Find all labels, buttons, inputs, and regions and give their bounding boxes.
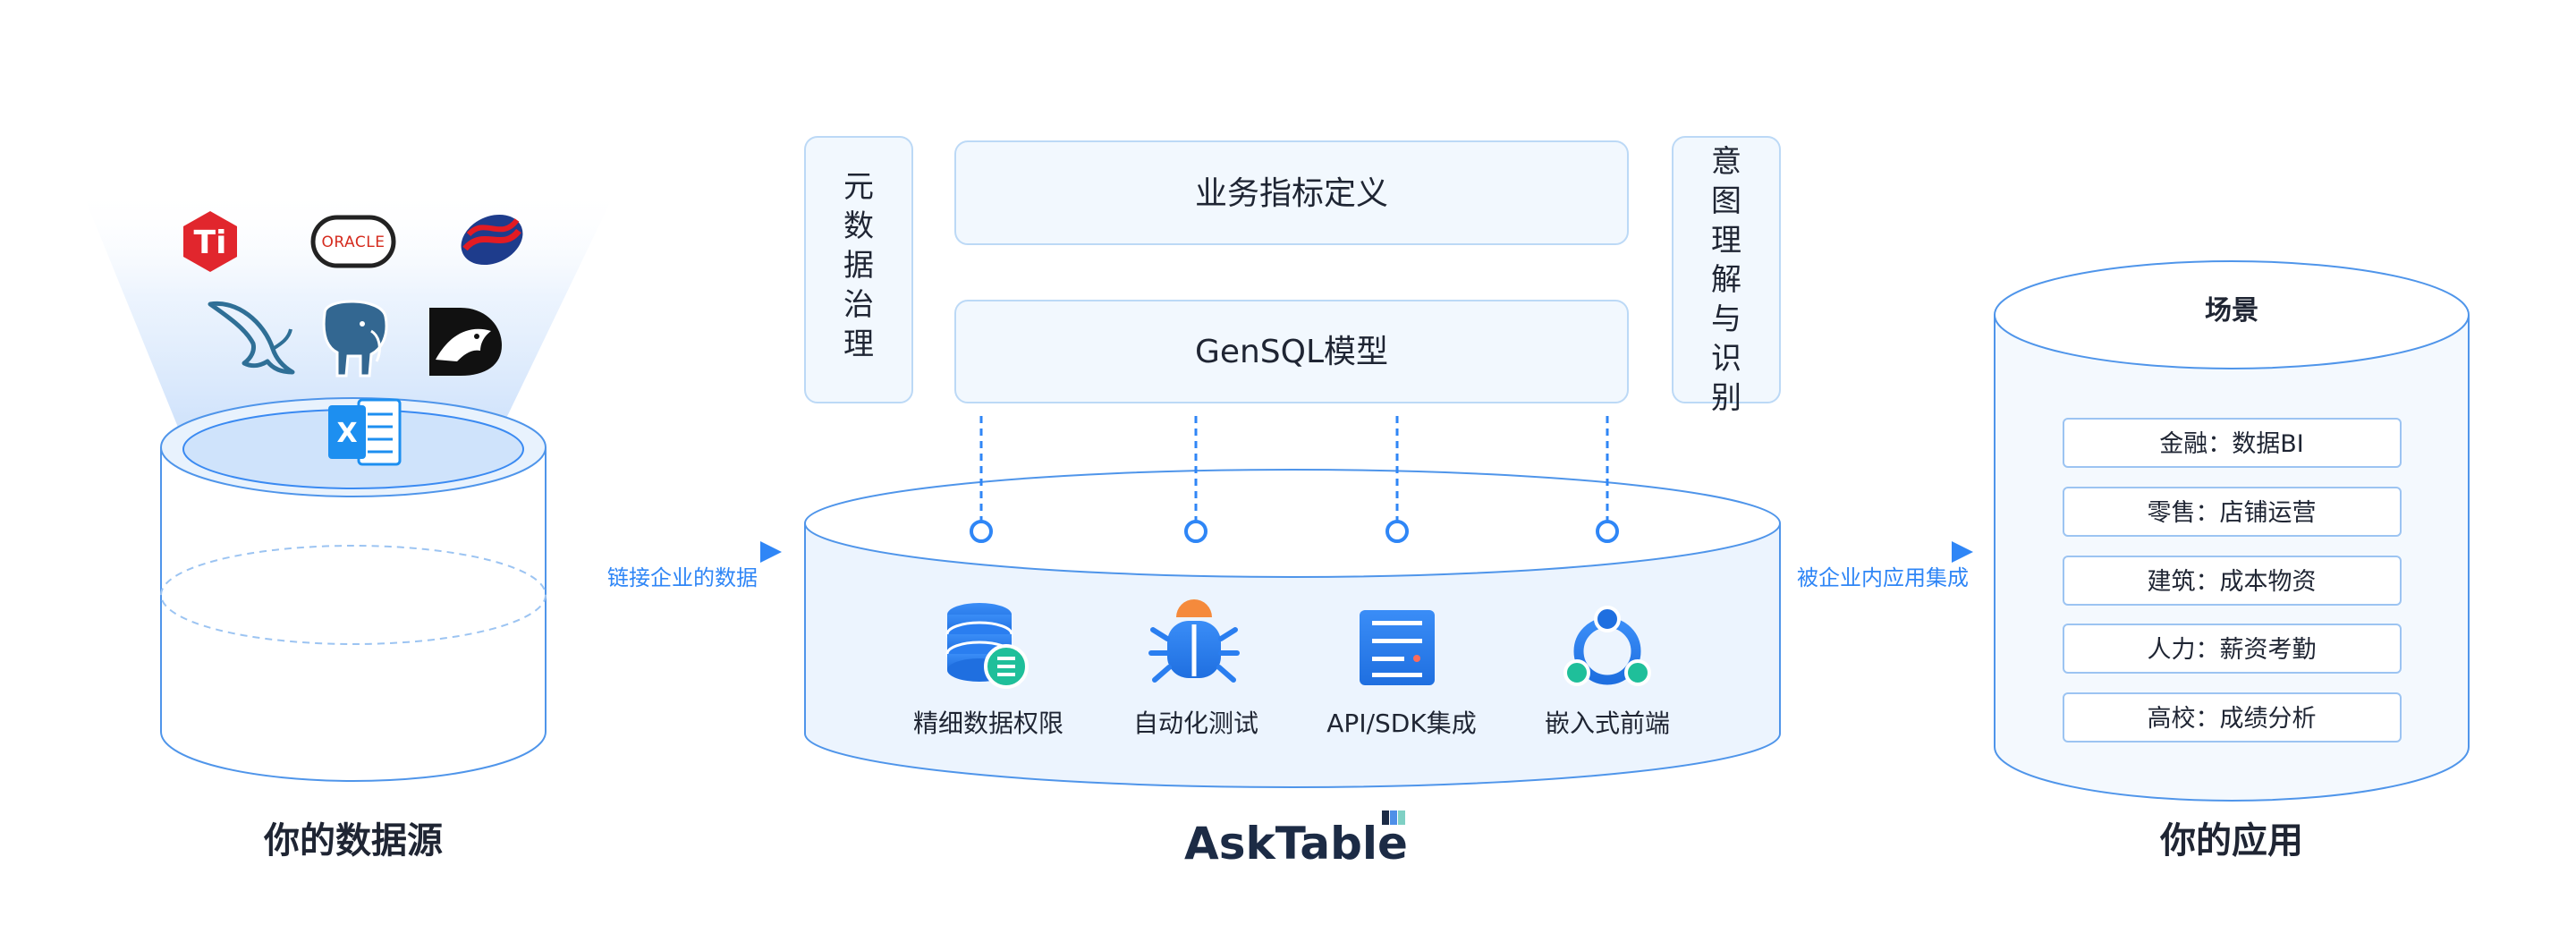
scenario-label: 金融：数据BI xyxy=(2159,430,2304,458)
scenario-item xyxy=(2063,487,2402,537)
source-cylinder-mid-ring xyxy=(160,545,547,645)
connector-pin xyxy=(1385,520,1409,543)
scenario-item xyxy=(2063,624,2402,674)
scenario-item xyxy=(2063,692,2402,743)
server-icon xyxy=(1360,610,1435,685)
apps-cylinder-top xyxy=(1994,260,2470,369)
doris-logo xyxy=(429,308,502,376)
data-sources-group: Ti ORACLE xyxy=(80,188,617,861)
business-metric-label: 业务指标定义 xyxy=(1195,175,1388,212)
scenario-list: 金融：数据BI 零售：店铺运营 建筑：成本物资 人力：薪资考勤 高校：成绩分析 xyxy=(2063,418,2402,743)
connector-pins xyxy=(970,416,1619,543)
connector-pin xyxy=(1184,520,1208,543)
feature-label: API/SDK集成 xyxy=(1326,709,1476,738)
scenario-label: 人力：薪资考勤 xyxy=(2148,636,2317,664)
applications-group: 场景 金融：数据BI 零售：店铺运营 建筑：成本物资 人力：薪资考勤 高校：成绩… xyxy=(1994,260,2470,861)
scenario-label: 零售：店铺运营 xyxy=(2148,499,2317,527)
scenario-label: 建筑：成本物资 xyxy=(2148,568,2317,596)
scenario-label: 高校：成绩分析 xyxy=(2148,705,2317,733)
source-cylinder-body xyxy=(160,447,547,782)
connector-pin xyxy=(970,520,993,543)
metadata-governance-box xyxy=(804,136,913,403)
oracle-logo: ORACLE xyxy=(310,215,396,268)
sybase-logo xyxy=(461,214,523,266)
intent-recognition-box xyxy=(1672,136,1781,403)
database-list-icon xyxy=(945,603,1029,689)
brand-wordmark: AskTable xyxy=(1184,818,1408,870)
core-cylinder-top xyxy=(804,469,1781,578)
share-nodes-icon xyxy=(1563,606,1651,686)
scenario-item xyxy=(2063,556,2402,606)
integrate-arrow-right: 被企业内应用集成 xyxy=(1797,541,1973,590)
integrate-arrow-label: 被企业内应用集成 xyxy=(1797,565,1969,590)
business-metric-box xyxy=(954,140,1629,245)
connect-arrow-left: 链接企业的数据 xyxy=(595,541,782,590)
tidb-logo: Ti xyxy=(183,211,237,272)
asktable-brand: AskTable xyxy=(1184,810,1408,870)
feature-label: 自动化测试 xyxy=(1133,709,1258,738)
postgresql-elephant-logo xyxy=(322,300,388,378)
gensql-model-label: GenSQL模型 xyxy=(1195,334,1388,370)
feature-label: 精细数据权限 xyxy=(913,709,1063,738)
apps-header: 场景 xyxy=(2205,295,2258,327)
excel-logo: X xyxy=(328,398,402,466)
intent-recognition-label: 意图理解与识别 xyxy=(1711,144,1741,416)
gensql-model-box xyxy=(954,300,1629,403)
excel-logo-text: X xyxy=(336,418,357,449)
brand-mark-icon xyxy=(1382,810,1405,825)
metadata-governance-label: 元数据治理 xyxy=(843,169,874,362)
scenario-item xyxy=(2063,418,2402,468)
asktable-core-group: 元数据治理 意图理解与识别 业务指标定义 GenSQL模型 xyxy=(804,136,1781,870)
feature-label: 嵌入式前端 xyxy=(1545,709,1670,738)
connect-arrow-label: 链接企业的数据 xyxy=(607,565,758,590)
connector-pin xyxy=(1596,520,1619,543)
apps-title: 你的应用 xyxy=(2159,820,2303,861)
tidb-logo-text: Ti xyxy=(194,225,227,261)
oracle-logo-text: ORACLE xyxy=(322,233,386,251)
core-cylinder-body xyxy=(804,523,1781,788)
mysql-dolphin-logo xyxy=(208,301,295,375)
sources-title: 你的数据源 xyxy=(263,820,443,861)
bug-icon xyxy=(1148,599,1240,683)
